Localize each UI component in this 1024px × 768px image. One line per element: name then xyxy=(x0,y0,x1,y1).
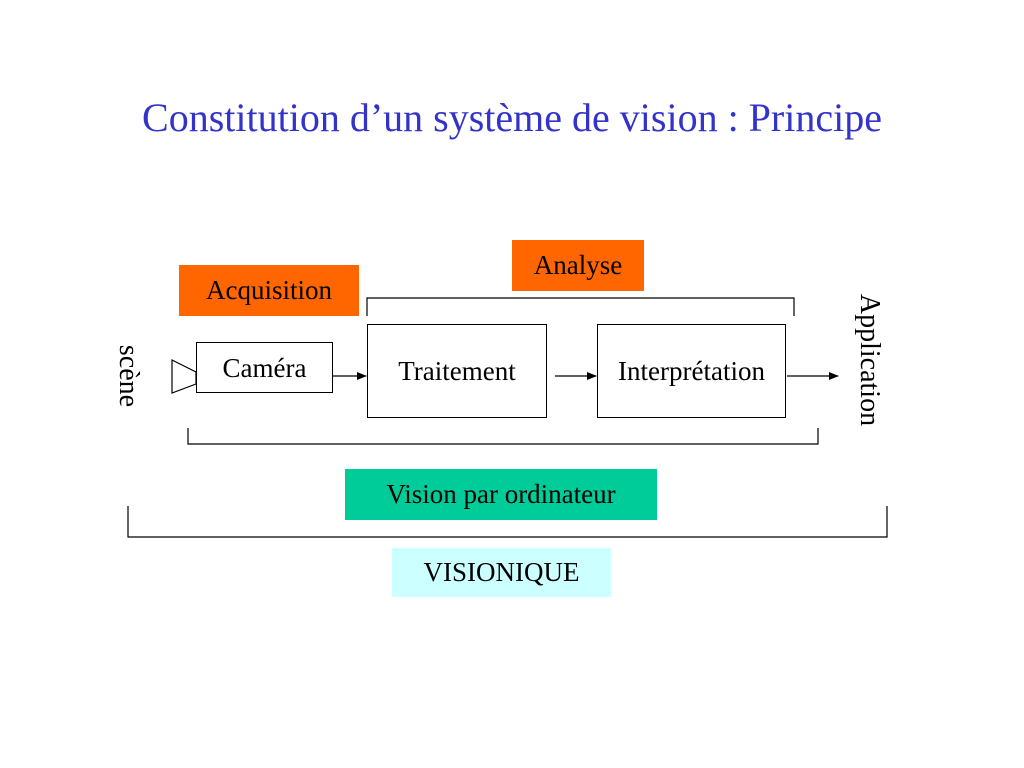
acquisition-label: Acquisition xyxy=(179,265,359,316)
analyse-bracket xyxy=(366,297,795,316)
camera-lens-shape xyxy=(171,359,197,394)
visionique-label: VISIONIQUE xyxy=(392,548,611,597)
analyse-label: Analyse xyxy=(512,240,644,291)
vision-bracket xyxy=(187,428,819,445)
camera-box: Caméra xyxy=(196,342,333,393)
traitement-box: Traitement xyxy=(367,324,547,418)
vision-par-ordinateur-label: Vision par ordinateur xyxy=(345,469,657,520)
slide-title: Constitution d’un système de vision : Pr… xyxy=(142,95,882,140)
interpretation-box: Interprétation xyxy=(597,324,786,418)
scene-label: scène xyxy=(113,344,144,408)
application-label: Application xyxy=(854,293,885,427)
visionique-bracket xyxy=(127,506,888,538)
